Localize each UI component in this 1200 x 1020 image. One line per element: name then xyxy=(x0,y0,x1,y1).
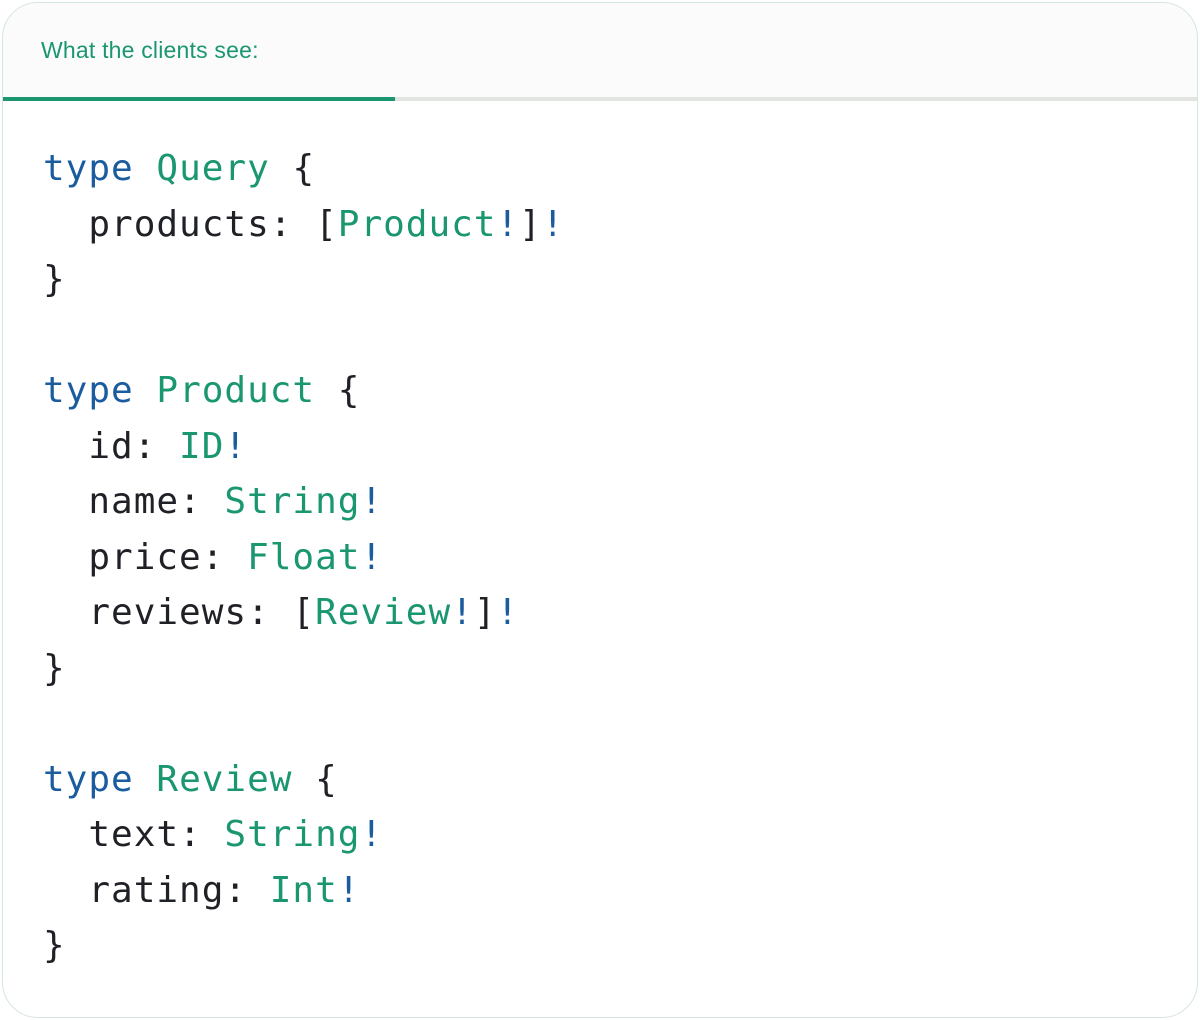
tab-bar: What the clients see: xyxy=(3,3,1197,101)
code-line: text: String! xyxy=(43,814,384,855)
code-line: rating: Int! xyxy=(43,869,361,911)
code-line: } xyxy=(43,925,66,966)
schema-code-block: type Query { products: [Product!]!} type … xyxy=(3,101,1197,994)
tab-label: What the clients see: xyxy=(41,36,259,63)
code-line: name: String! xyxy=(43,481,384,522)
code-line: price: Float! xyxy=(43,536,384,578)
code-line: type Product { xyxy=(43,370,361,411)
code-line xyxy=(43,308,1167,364)
tab-what-clients-see[interactable]: What the clients see: xyxy=(3,3,395,97)
code-line: type Query { xyxy=(43,148,316,189)
code-line: } xyxy=(43,259,66,300)
code-line: type Review { xyxy=(43,758,338,800)
code-line xyxy=(43,696,1167,752)
active-tab-indicator xyxy=(3,97,395,101)
code-line: } xyxy=(43,647,66,689)
code-line: id: ID! xyxy=(43,425,248,467)
code-line: reviews: [Review!]! xyxy=(43,592,520,633)
code-line: products: [Product!]! xyxy=(43,203,565,245)
